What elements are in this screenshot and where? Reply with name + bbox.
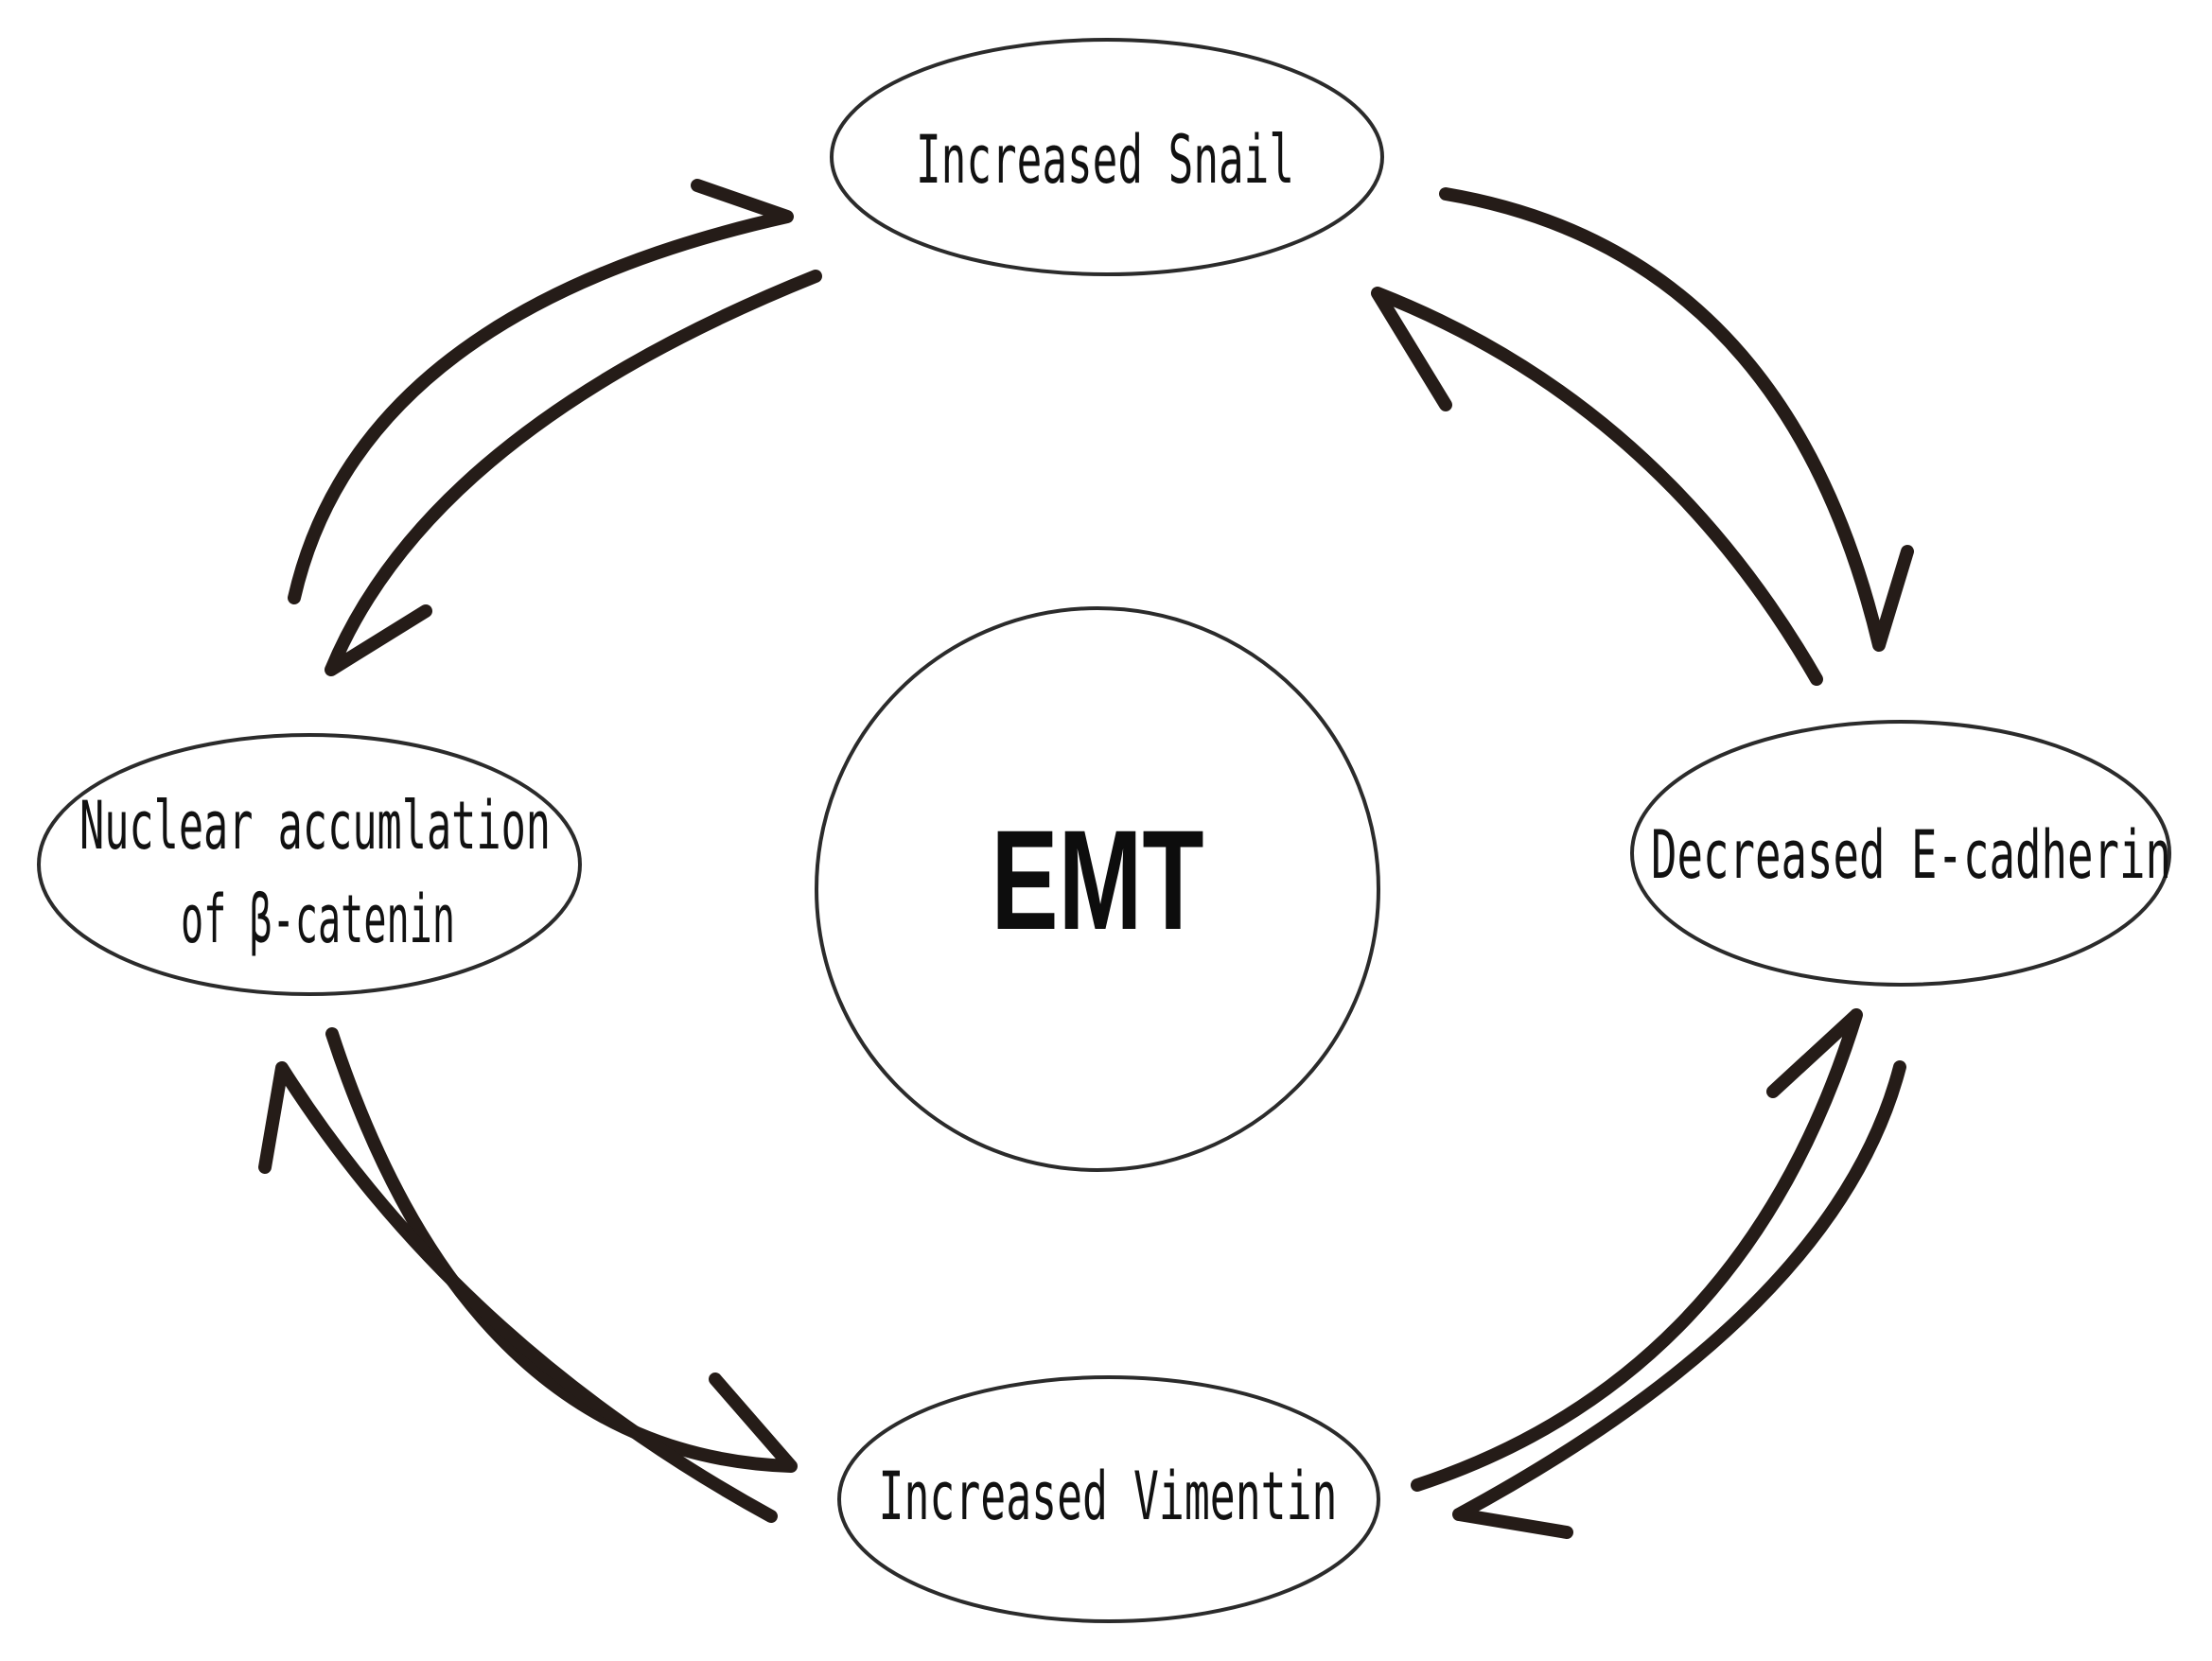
arrow-bottom-to-left <box>258 1061 778 1523</box>
cycle-arrows <box>258 179 1914 1539</box>
node-increased-vimentin: Increased Vimentin <box>837 1375 1380 1623</box>
node-emt-center-label: EMT <box>992 800 1204 959</box>
arrow-top-to-left <box>325 270 822 676</box>
node-decreased-e-cadherin: Decreased E-cadherin <box>1630 720 2171 987</box>
node-emt-center-outline <box>815 606 1380 1172</box>
node-increased-vimentin-label: Increased Vimentin <box>879 1458 1338 1535</box>
node-increased-snail: Increased Snail <box>830 38 1384 276</box>
node-decreased-e-cadherin-outline <box>1630 720 2171 987</box>
arrow-top-to-right <box>1439 187 1914 652</box>
node-nuclear-accumulation: Nuclear accumlation of β-catenin <box>37 733 582 996</box>
arrow-left-to-top <box>288 179 794 604</box>
node-nuclear-accumulation-label-line2: of β-catenin <box>181 881 455 958</box>
node-decreased-e-cadherin-label: Decreased E-cadherin <box>1651 816 2171 894</box>
node-increased-snail-outline <box>830 38 1384 276</box>
node-emt-center: EMT <box>815 606 1380 1172</box>
node-increased-vimentin-outline <box>837 1375 1380 1623</box>
arrow-bottom-to-right <box>1411 1008 1863 1492</box>
arrow-left-to-bottom <box>325 1027 798 1473</box>
arrow-right-to-bottom <box>1452 1060 1906 1539</box>
node-nuclear-accumulation-label-line1: Nuclear accumlation <box>79 787 551 865</box>
node-increased-snail-label: Increased Snail <box>916 121 1294 199</box>
node-nuclear-accumulation-outline <box>37 733 582 996</box>
arrow-right-to-top <box>1371 287 1823 686</box>
